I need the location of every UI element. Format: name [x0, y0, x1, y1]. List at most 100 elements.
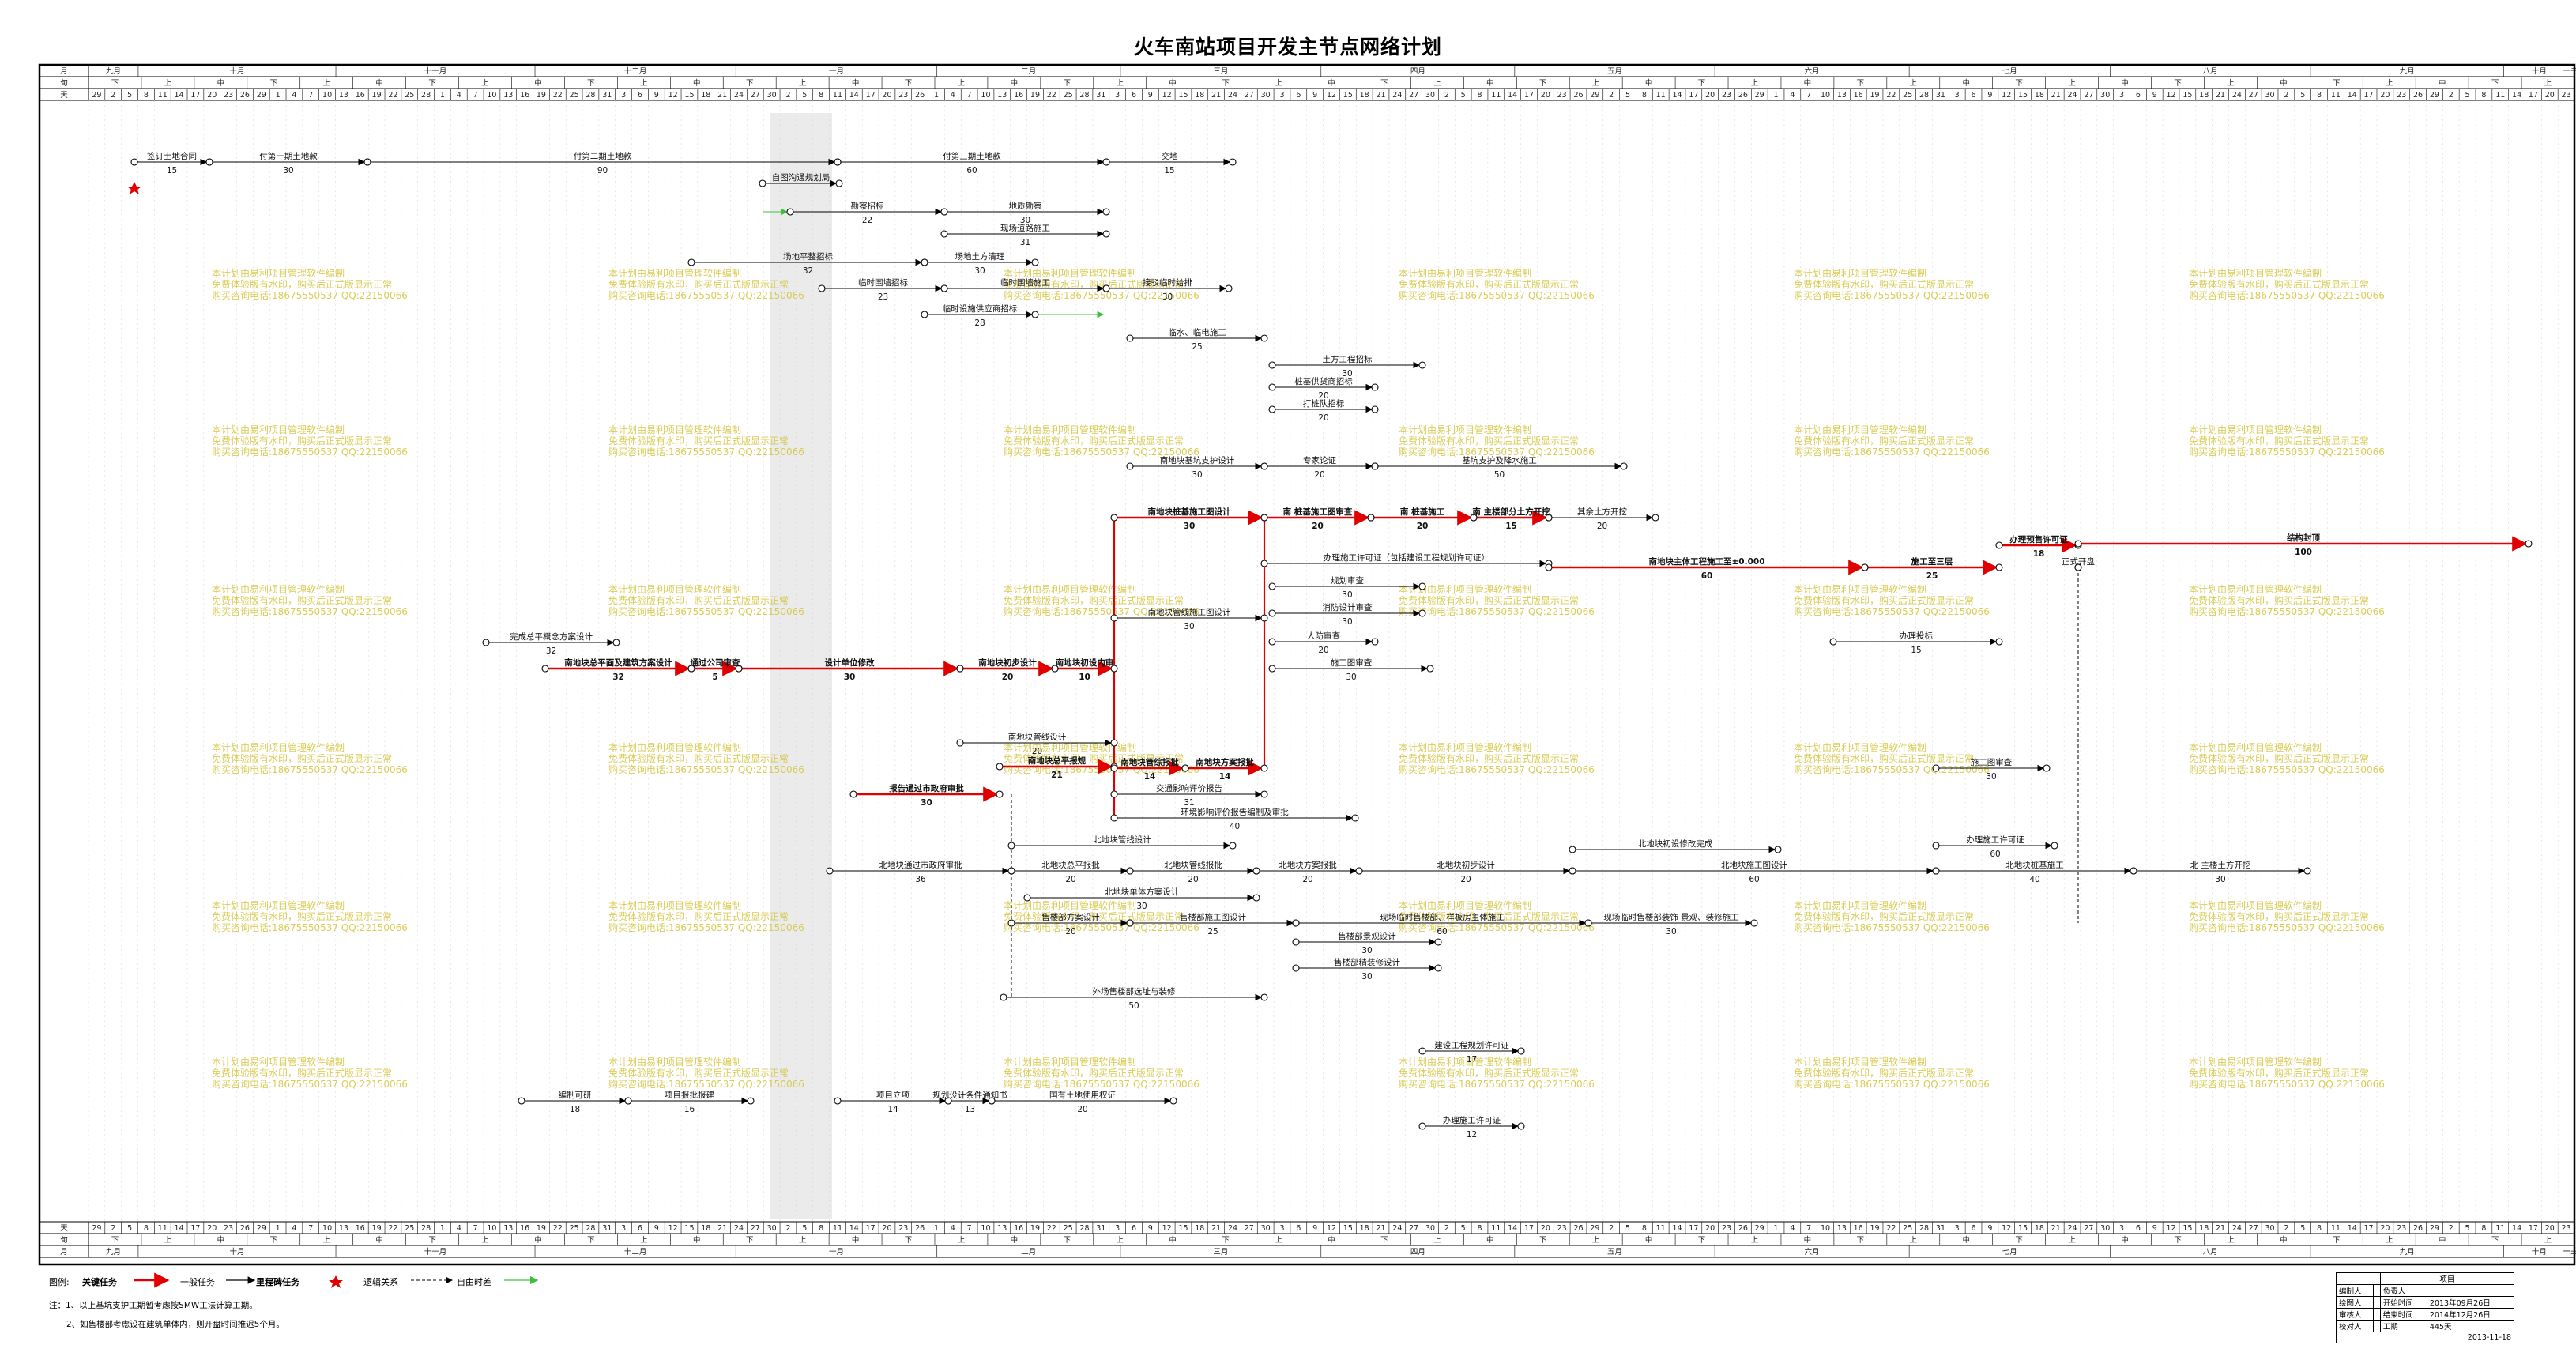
day-tick-label: 3	[1955, 1224, 1960, 1233]
event-node	[1545, 514, 1553, 522]
watermark-text: 本计划由易利项目管理软件编制	[1794, 424, 1926, 435]
xun-label: 上	[322, 79, 330, 88]
day-tick-label: 12	[2167, 91, 2176, 100]
task-duration: 60	[1749, 875, 1759, 884]
event-node	[849, 790, 857, 798]
day-tick-label: 2	[1444, 91, 1449, 100]
task-label: 勘察招标	[851, 201, 884, 211]
watermark-text: 本计划由易利项目管理软件编制	[1794, 1056, 1926, 1068]
event-node	[1371, 638, 1379, 646]
day-tick-label: 12	[1327, 1224, 1336, 1233]
xun-label: 下	[1539, 1236, 1547, 1245]
watermark-text: 本计划由易利项目管理软件编制	[212, 741, 345, 753]
xun-label: 下	[270, 79, 278, 88]
day-tick-label: 9	[1148, 91, 1153, 100]
xun-label: 中	[217, 78, 225, 88]
event-node	[1292, 919, 1300, 927]
watermark-layer: 本计划由易利项目管理软件编制免费体验版有水印，购买后正式版显示正常购买咨询电话:…	[212, 267, 2385, 1090]
task-label: 售楼部施工图设计	[1180, 912, 1246, 922]
day-tick-label: 28	[1079, 1224, 1089, 1233]
watermark-text: 免费体验版有水印，购买后正式版显示正常	[1004, 752, 1184, 764]
task-label: 结构封顶	[2287, 533, 2320, 543]
event-node	[363, 158, 371, 166]
day-tick-label: 28	[586, 91, 595, 100]
day-tick-label: 28	[1919, 91, 1929, 100]
task-duration: 40	[2029, 875, 2039, 884]
task-label: 自图沟通规划局	[772, 172, 830, 183]
month-label: 十一月	[424, 1247, 447, 1257]
watermark-text: 购买咨询电话:18675550537 QQ:22150066	[1004, 289, 1199, 301]
day-tick-label: 3	[1279, 1224, 1284, 1233]
task-duration: 5	[712, 673, 717, 682]
day-tick-label: 11	[2495, 91, 2505, 100]
event-node	[1169, 1097, 1177, 1105]
task-label: 现场道路施工	[1000, 223, 1050, 233]
watermark-text: 免费体验版有水印，购买后正式版显示正常	[1794, 594, 1974, 606]
month-label: 九月	[106, 66, 121, 76]
month-label: 六月	[1805, 66, 1820, 76]
day-tick-label: 20	[207, 91, 217, 100]
day-tick-label: 15	[684, 91, 694, 100]
event-node	[1426, 665, 1434, 673]
watermark-text: 本计划由易利项目管理软件编制	[212, 267, 345, 279]
watermark-text: 免费体验版有水印，购买后正式版显示正常	[1794, 435, 1974, 447]
event-node	[541, 665, 549, 673]
xun-label: 下	[111, 79, 119, 88]
task-duration: 15	[167, 166, 177, 175]
day-tick-label: 31	[602, 91, 612, 100]
watermark-text: 购买咨询电话:18675550537 QQ:22150066	[1399, 921, 1595, 933]
task-duration: 60	[966, 166, 977, 175]
note-2: 2、如售楼部考虑设在建筑单体内，则开盘时间推迟5个月。	[66, 1320, 284, 1329]
xun-label: 下	[1698, 79, 1706, 88]
day-tick-label: 18	[701, 1224, 710, 1233]
watermark-text: 购买咨询电话:18675550537 QQ:22150066	[1004, 1078, 1199, 1090]
task-duration: 18	[2033, 549, 2045, 559]
xun-label: 上	[799, 79, 807, 88]
task-label: 付第三期土地款	[943, 151, 1001, 161]
event-node	[1110, 764, 1118, 772]
event-node	[1268, 405, 1276, 413]
day-tick-label: 17	[866, 1224, 876, 1233]
day-tick-label: 24	[734, 1224, 744, 1233]
xun-label: 中	[1645, 1235, 1653, 1245]
xun-label: 下	[746, 79, 754, 88]
task-label: 场地平整招标	[783, 251, 833, 262]
task-label: 南 桩基施工	[1400, 507, 1445, 517]
task-duration: 15	[1164, 166, 1174, 175]
task-label: 南地块管线设计	[1008, 732, 1067, 742]
day-tick-label: 6	[638, 1224, 642, 1233]
legend-milestone-star	[329, 1275, 343, 1288]
day-tick-label: 23	[898, 91, 908, 100]
info-date: 2013-11-18	[2426, 1332, 2515, 1343]
event-node	[1110, 790, 1118, 798]
event-node	[940, 208, 948, 216]
event-node	[1260, 560, 1268, 567]
task-duration: 60	[1990, 850, 2000, 859]
event-node	[1229, 158, 1237, 166]
day-tick-label: 12	[1162, 91, 1172, 100]
xun-label: 上	[481, 1236, 489, 1245]
task-label: 北地块方案报批	[1279, 860, 1337, 870]
event-node	[1268, 383, 1276, 391]
day-tick-label: 4	[457, 91, 461, 100]
day-tick-label: 27	[2249, 91, 2258, 100]
watermark-text: 免费体验版有水印，购买后正式版显示正常	[608, 1067, 789, 1079]
event-node	[1126, 334, 1134, 342]
xun-label: 下	[270, 1236, 278, 1245]
event-node	[1470, 514, 1478, 522]
month-label: 十一月	[2563, 66, 2576, 76]
day-tick-label: 26	[240, 91, 250, 100]
task-duration: 30	[1361, 946, 1372, 955]
task-label: 北地块初设修改完成	[1638, 838, 1713, 849]
event-node	[1252, 867, 1260, 875]
event-node	[1260, 764, 1268, 772]
event-node	[759, 179, 766, 187]
event-node	[687, 258, 695, 266]
xun-label: 中	[2121, 1235, 2129, 1245]
watermark-text: 本计划由易利项目管理软件编制	[1004, 1056, 1136, 1068]
task-duration: 60	[1437, 927, 1447, 936]
task-duration: 100	[2295, 548, 2312, 557]
event-node	[1418, 1122, 1426, 1130]
day-tick-label: 12	[2002, 91, 2011, 100]
day-tick-label: 29	[257, 91, 266, 100]
